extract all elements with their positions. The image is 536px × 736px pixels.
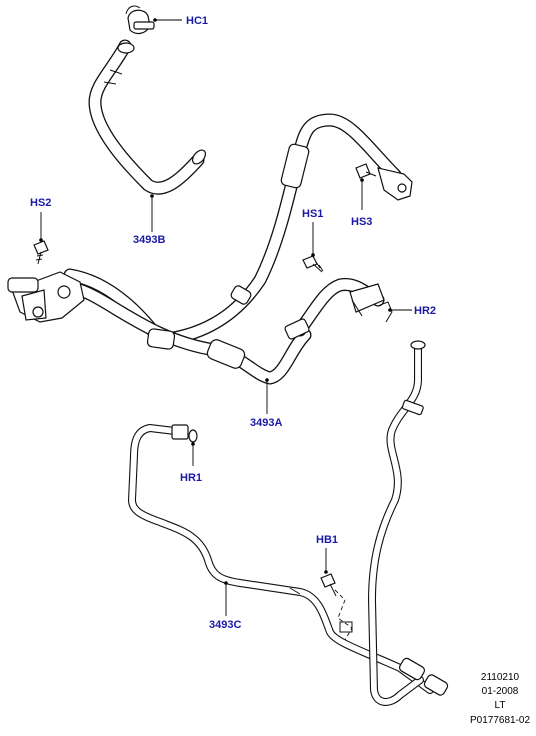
o-ring-hr1 [188, 429, 198, 443]
callout-hs1: HS1 [302, 208, 323, 220]
reference-variant: LT [495, 700, 506, 711]
callout-hr1: HR1 [180, 472, 202, 484]
retainer-hr2 [379, 301, 393, 323]
reference-part-number: P0177681-02 [470, 715, 530, 726]
callout-hb1: HB1 [316, 534, 338, 546]
callout-hr2: HR2 [414, 305, 436, 317]
callout-hs2: HS2 [30, 197, 51, 209]
hose-3493b [88, 39, 207, 195]
hose-3493a [7, 113, 402, 385]
callout-hs3: HS3 [351, 216, 372, 228]
bolt-hs1 [302, 255, 324, 273]
callout-hc1: HC1 [186, 15, 208, 27]
callout-3493a: 3493A [250, 417, 282, 429]
bracket-hs3 [377, 167, 413, 201]
reference-block: 2110210 01-2008 LT P0177681-02 [470, 672, 530, 726]
callout-3493b: 3493B [133, 234, 165, 246]
bolt-hs2 [33, 240, 49, 265]
reference-code: 2110210 [481, 672, 520, 683]
bolt-hs3 [355, 163, 377, 179]
hose-3493c [128, 340, 449, 706]
bolt-hb1 [320, 573, 337, 597]
leader-lines [39, 18, 412, 616]
hose-clamp-hc1 [125, 5, 155, 35]
callout-3493c: 3493C [209, 619, 241, 631]
reference-date: 01-2008 [482, 686, 519, 697]
